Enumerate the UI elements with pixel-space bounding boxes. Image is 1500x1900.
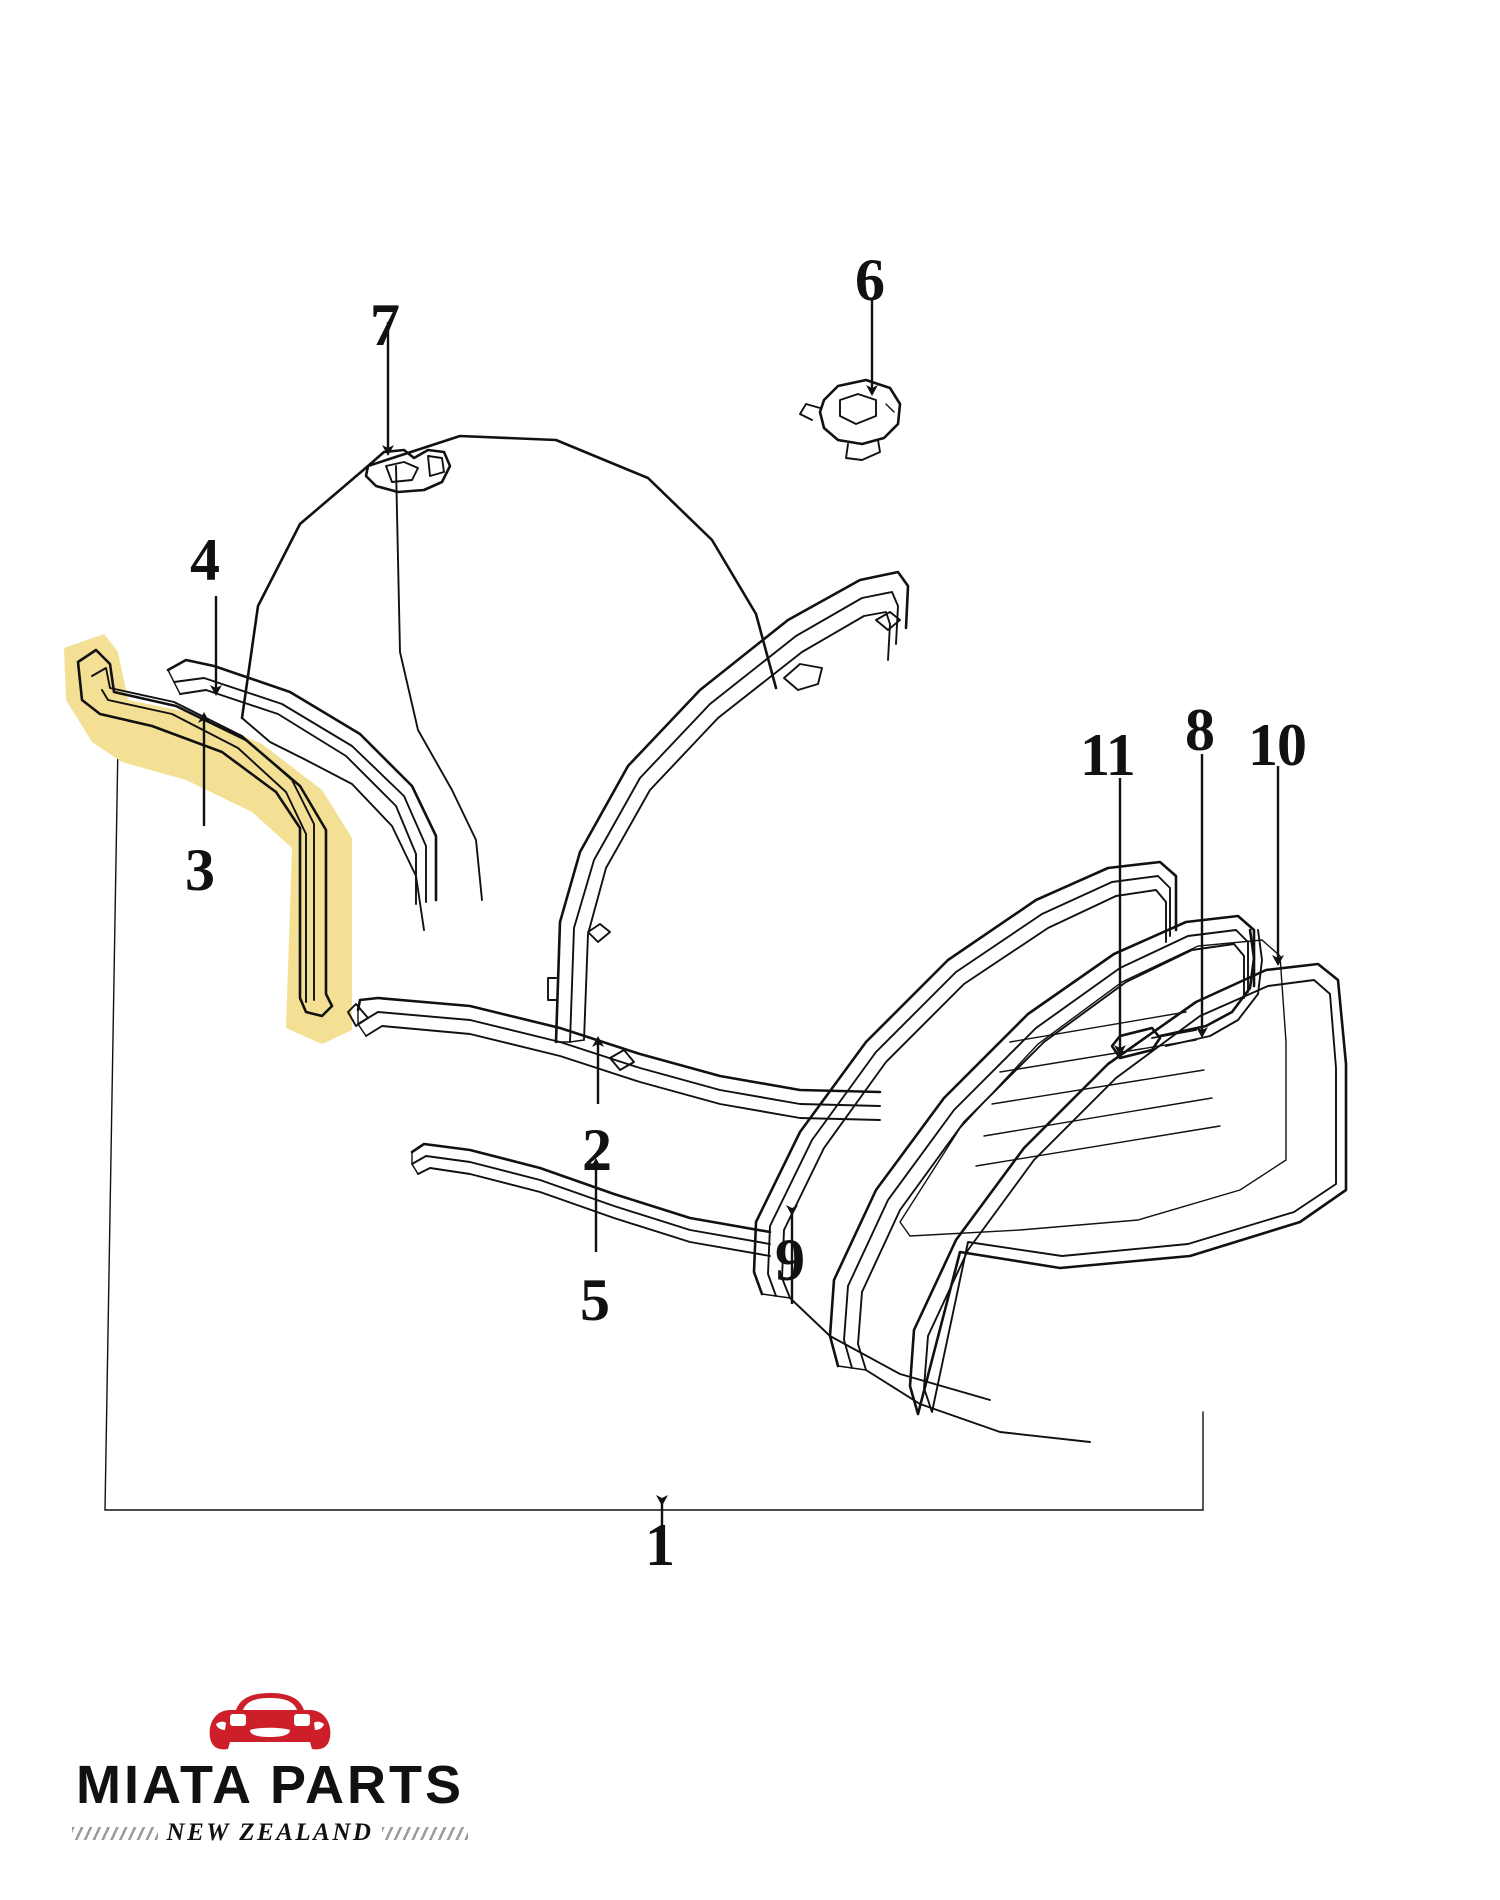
part-9-window-frame-seal <box>752 860 1178 1401</box>
miata-car-icon <box>209 1693 331 1750</box>
callout-3: 3 <box>185 837 215 903</box>
parts-diagram-canvas: .ln{fill:none;stroke:#111;stroke-width:2… <box>64 300 1348 1528</box>
part-2-header-weatherstrip <box>347 996 882 1121</box>
callout-2: 2 <box>582 1117 612 1183</box>
part-6-header-latch <box>799 378 902 461</box>
site-logo[interactable]: MIATA PARTS NEW ZEALAND <box>60 1690 480 1880</box>
soft-top-window-opening <box>547 570 910 1044</box>
callout-9: 9 <box>775 1227 805 1293</box>
highlight-part-3 <box>64 634 352 1044</box>
callout-5: 5 <box>580 1267 610 1333</box>
callout-8: 8 <box>1185 697 1215 763</box>
logo-subtitle-row: NEW ZEALAND <box>71 1819 469 1847</box>
rear-window-middle-frame <box>828 914 1256 1443</box>
logo-subtitle: NEW ZEALAND <box>166 1819 374 1846</box>
part-4-upper-side-rail <box>166 658 438 905</box>
callout-6: 6 <box>855 247 885 313</box>
soft-top-canopy <box>240 434 778 931</box>
part-10-outer-window-frame <box>908 962 1348 1416</box>
hatch-right-icon <box>382 1826 469 1840</box>
part-7-bracket-clip <box>364 448 452 494</box>
leader-lines <box>198 300 1284 1528</box>
logo-title: MIATA PARTS <box>76 1755 464 1815</box>
callout-1: 1 <box>645 1512 675 1578</box>
callout-7: 7 <box>370 292 400 358</box>
callout-10: 10 <box>1248 712 1307 778</box>
rear-window-glass <box>899 939 1287 1237</box>
callout-4: 4 <box>190 527 220 593</box>
hatch-left-icon <box>71 1826 158 1840</box>
part-5-lower-weatherstrip <box>410 1142 772 1257</box>
assembly-boundary <box>104 741 1204 1511</box>
callout-11: 11 <box>1080 722 1136 788</box>
